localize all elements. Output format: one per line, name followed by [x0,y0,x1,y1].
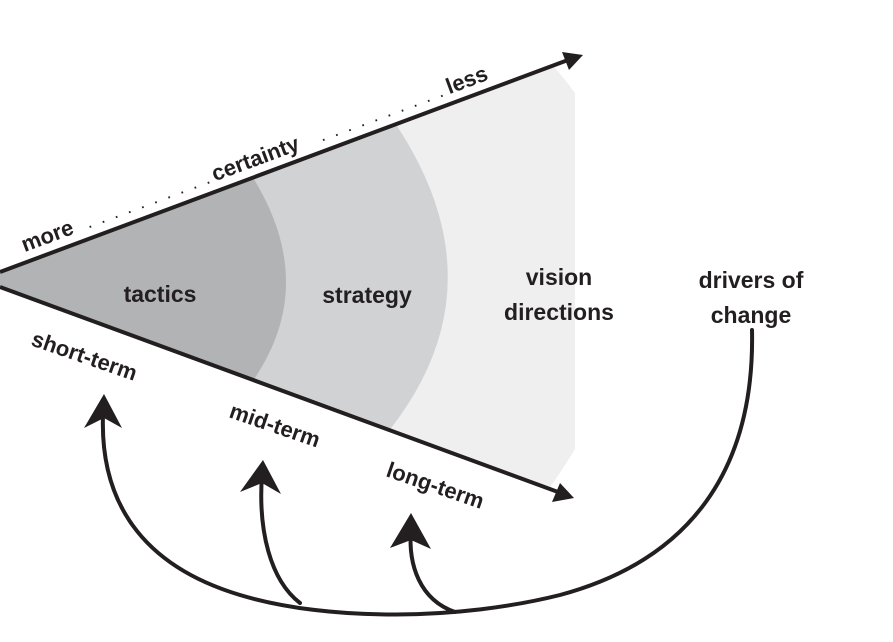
time-arrowhead [552,483,574,502]
long-term-label: long-term [383,457,487,514]
change-label: change [711,302,792,328]
wedge-zones [0,60,575,490]
long-term-arrowhead [390,513,431,549]
short-term-label: short-term [28,326,140,385]
strategy-label: strategy [322,282,412,308]
time-axis [0,285,574,502]
tactics-zone [0,176,286,382]
time-axis-line [0,285,559,494]
drivers-label: drivers of [699,267,804,293]
certainty-axis-line [0,58,569,274]
short-term-arrowhead [84,394,122,428]
directions-label: directions [504,299,614,325]
drivers-main-curve [100,328,755,617]
mid-term-arrowhead [240,460,281,494]
drivers-feedback-arrows [100,328,755,617]
mid-term-branch [259,473,302,605]
certainty-axis [0,52,583,274]
vision-label: vision [526,264,592,290]
tactics-label: tactics [124,281,197,307]
certainty-arrowhead [562,52,583,70]
mid-term-label: mid-term [226,398,323,452]
long-term-branch [408,528,457,614]
